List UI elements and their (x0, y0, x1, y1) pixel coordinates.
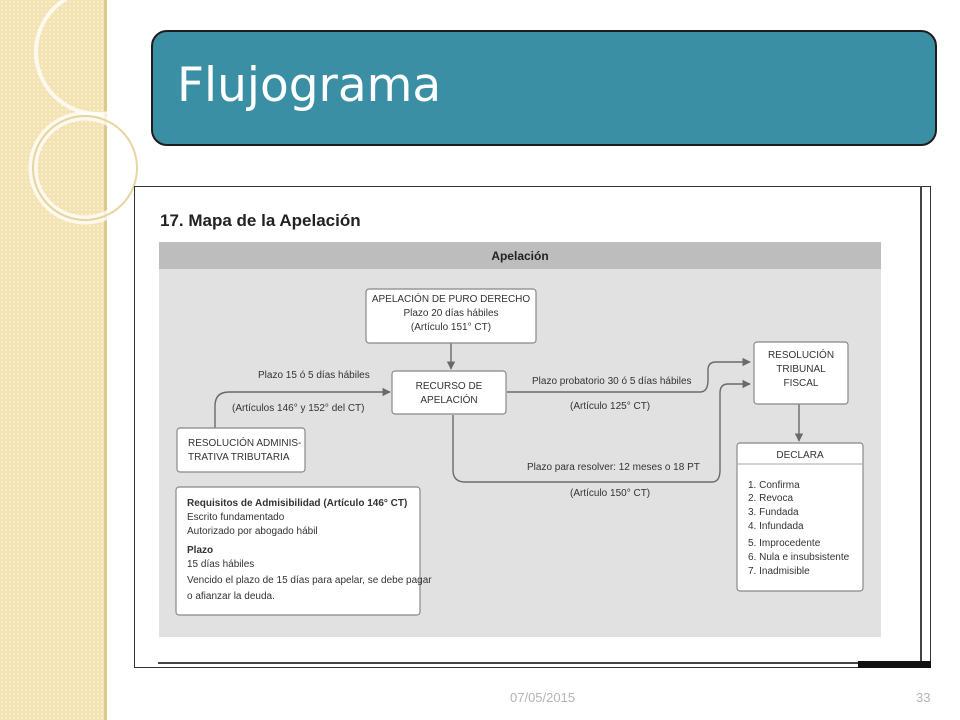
requisitos-plazo-title: Plazo (187, 545, 213, 556)
label-plazo-15: Plazo 15 ó 5 días hábiles (258, 370, 370, 381)
requisitos-plazo-line: Vencido el plazo de 15 días para apelar,… (187, 575, 432, 586)
figure-right-rule (920, 186, 922, 668)
figure-banner (159, 242, 881, 269)
label-articulos-146: (Artículos 146° y 152° del CT) (232, 403, 365, 414)
connectors (214, 343, 804, 483)
node-apelacion-line-2: Plazo 20 días hábiles (403, 308, 498, 319)
slide-date: 07/05/2015 (510, 690, 576, 705)
node-apelacion-line-3: (Artículo 151° CT) (411, 322, 491, 333)
declara-item: 2. Revoca (748, 493, 793, 504)
declara-item: 6. Nula e insubsistente (748, 552, 850, 563)
declara-item: 5. Improcedente (748, 538, 821, 549)
node-tribunal-line-2: TRIBUNAL (776, 364, 826, 375)
figure-heading: 17. Mapa de la Apelación (160, 211, 361, 230)
title-bar: Flujograma (151, 30, 937, 146)
figure-banner-label: Apelación (491, 249, 548, 263)
node-recurso-line-2: APELACIÓN (420, 393, 477, 406)
declara-item: 3. Fundada (748, 507, 799, 518)
slide-title: Flujograma (177, 58, 442, 113)
node-recurso-line-1: RECURSO DE (416, 381, 483, 392)
declara-item: 4. Infundada (748, 521, 804, 532)
requisitos-title: Requisitos de Admisibilidad (Artículo 14… (187, 498, 407, 509)
declara-item: 7. Inadmisible (748, 566, 810, 577)
label-plazo-probatorio: Plazo probatorio 30 ó 5 días hábiles (532, 376, 692, 387)
node-resolucion-tribunal-fiscal: RESOLUCIÓN TRIBUNAL FISCAL (753, 341, 849, 405)
node-requisitos-admisibilidad: Requisitos de Admisibilidad (Artículo 14… (175, 486, 432, 616)
node-tribunal-line-1: RESOLUCIÓN (768, 348, 834, 361)
label-articulo-125: (Artículo 125° CT) (570, 401, 650, 412)
edge-resolver-to-tribunal (452, 379, 751, 483)
node-resolucion-administrativa: RESOLUCIÓN ADMINIS- TRATIVA TRIBUTARIA (176, 427, 306, 473)
declara-item: 1. Confirma (748, 480, 800, 491)
label-articulo-150: (Artículo 150° CT) (570, 488, 650, 499)
node-apelacion-line-1: APELACIÓN DE PURO DERECHO (372, 292, 531, 305)
label-plazo-resolver: Plazo para resolver: 12 meses o 18 PT (527, 462, 700, 473)
requisitos-plazo-line: o afianzar la deuda. (187, 591, 275, 602)
node-recurso-apelacion: RECURSO DE APELACIÓN (391, 370, 507, 415)
figure-bottom-rule (158, 662, 931, 664)
node-declara: DECLARA 1. Confirma 2. Revoca 3. Fundada… (736, 442, 864, 592)
slide-page-number: 33 (916, 690, 931, 705)
node-declara-title: DECLARA (776, 450, 824, 461)
edge-recurso-to-tribunal (507, 357, 751, 393)
requisitos-plazo-line: 15 días hábiles (187, 559, 254, 570)
node-admin-line-2: TRATIVA TRIBUTARIA (188, 452, 290, 463)
left-band-edge (104, 0, 107, 720)
node-admin-line-1: RESOLUCIÓN ADMINIS- (188, 436, 301, 449)
node-tribunal-line-3: FISCAL (783, 378, 818, 389)
requisitos-line: Escrito fundamentado (187, 512, 285, 523)
edge-admin-to-recurso (214, 387, 391, 428)
node-apelacion-puro-derecho: APELACIÓN DE PURO DERECHO Plazo 20 días … (365, 288, 537, 344)
requisitos-line: Autorizado por abogado hábil (187, 526, 318, 537)
figure-bottom-block (858, 661, 931, 668)
